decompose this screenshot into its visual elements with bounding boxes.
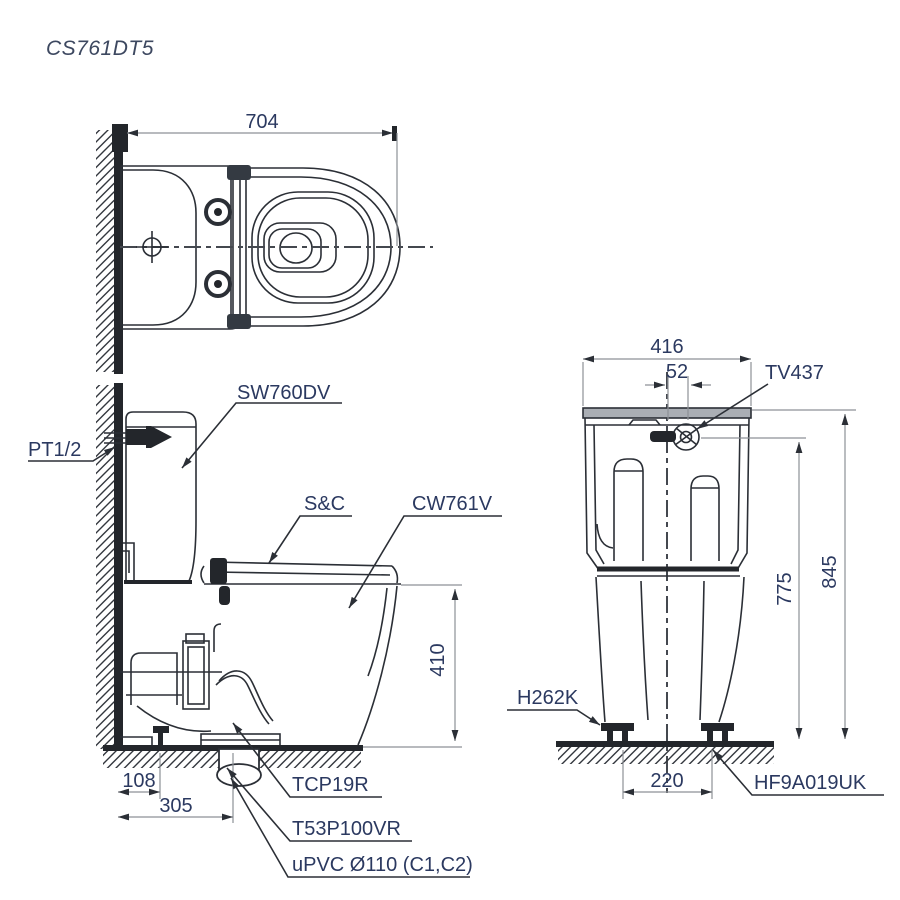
wall-line [114, 383, 123, 751]
dim-416: 416 [582, 336, 752, 406]
drawing-title: CS761DT5 [46, 37, 154, 60]
tank-lid-plan [120, 169, 197, 326]
tank-lid-front [582, 407, 752, 419]
dim-text-220: 220 [650, 770, 683, 792]
label-bolt-cap: H262K [517, 687, 579, 709]
seat-cover-side [200, 558, 401, 605]
label-drain-pipe: uPVC Ø110 (C1,C2) [292, 854, 473, 876]
pedestal-right [718, 576, 745, 723]
wall-hatch [96, 130, 116, 372]
label-trap-adapter: TCP19R [292, 774, 369, 796]
wall-top-cap [112, 124, 128, 152]
label-flush-fitting: T53P100VR [292, 818, 401, 840]
hinge-block [210, 558, 227, 584]
dim-text-305: 305 [159, 795, 192, 817]
label-seat-cover: S&C [304, 493, 345, 515]
label-bowl: CW761V [412, 493, 493, 515]
tank-wall-right [736, 417, 750, 571]
hinge-tab-bottom [227, 314, 251, 329]
dim-text-52: 52 [666, 361, 688, 383]
top-view: 704 [96, 111, 433, 374]
floor-line [103, 745, 363, 751]
wall-hatch [96, 385, 116, 749]
tank-internals [596, 458, 720, 561]
dim-text-775: 775 [774, 572, 796, 605]
pedestal-left [595, 576, 606, 723]
hinge-tab-top [227, 165, 251, 180]
floor-line [556, 741, 774, 747]
label-fixing-kit: HF9A019UK [754, 772, 867, 794]
front-view-labels: TV437 H262K HF9A019UK [507, 362, 884, 796]
foot-left [601, 723, 634, 742]
dim-220: 220 [622, 750, 713, 799]
dim-108: 108 [118, 753, 161, 799]
dim-845: 845 [752, 409, 856, 739]
wall-line [114, 128, 123, 374]
bowl-inner-profile [367, 587, 388, 677]
side-view-labels: SW760DV PT1/2 S&C CW761V TCP19R T53P100V… [28, 382, 502, 878]
front-view: 416 52 775 845 220 TV437 [507, 336, 884, 799]
water-inlet-fitting [104, 426, 172, 448]
dim-text-704: 704 [245, 111, 278, 133]
foot-right [701, 723, 734, 742]
floor-hatch [558, 747, 774, 764]
supply-point-crosshair [136, 231, 168, 263]
trap-mechanism [120, 623, 281, 748]
label-cistern: SW760DV [237, 382, 331, 404]
tank-wall-left [584, 417, 600, 571]
cistern-side [125, 411, 197, 582]
dim-704: 704 [127, 111, 398, 246]
dim-775: 775 [701, 437, 806, 739]
hinge-assembly [204, 165, 251, 329]
dim-text-410: 410 [427, 643, 449, 676]
bowl-front-profile [357, 585, 398, 746]
dim-text-416: 416 [650, 336, 683, 358]
flush-hose [218, 670, 274, 722]
drain-pipe [216, 748, 262, 787]
dim-text-108: 108 [122, 770, 155, 792]
label-water-inlet: PT1/2 [28, 439, 81, 461]
water-spot-mid [268, 228, 322, 269]
stop-valve [650, 423, 700, 451]
dim-text-845: 845 [819, 555, 841, 588]
side-view: 410 108 305 SW760DV PT1/2 S&C CW761V TCP… [28, 382, 502, 878]
wall-bracket [123, 542, 135, 580]
dim-410: 410 [427, 589, 459, 741]
dim-52: 52 [645, 361, 711, 420]
label-stop-valve: TV437 [765, 362, 824, 384]
hinge-bolt [219, 586, 230, 605]
